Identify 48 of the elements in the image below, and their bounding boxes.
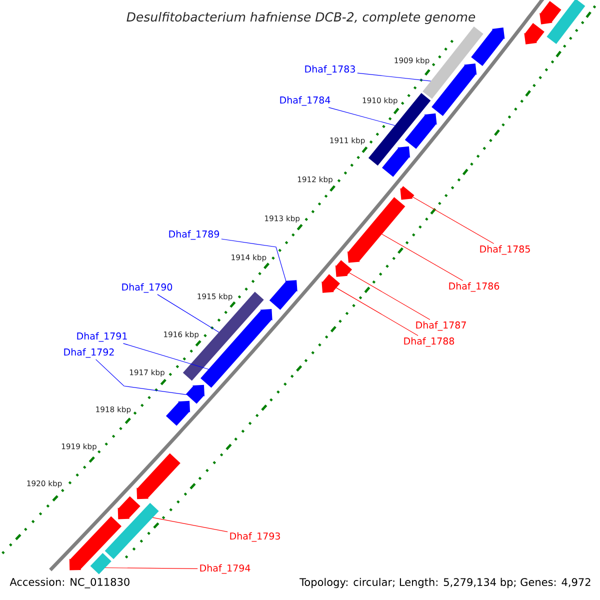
gene-label: Dhaf_1787 (416, 321, 466, 331)
gene-block (69, 516, 122, 570)
gene-block (136, 453, 180, 500)
leader-line (152, 517, 228, 532)
leader-line (122, 343, 209, 370)
leader-line (412, 196, 494, 244)
gene-block (432, 63, 477, 116)
gene-label: Dhaf_1785 (480, 245, 530, 255)
leader-line (157, 294, 220, 333)
gene-block (540, 0, 562, 24)
gene-block (118, 496, 140, 520)
gene-label: Dhaf_1786 (449, 282, 500, 292)
feature-bar (104, 502, 159, 560)
gene-block (200, 309, 272, 388)
leader-line (348, 272, 430, 320)
leader-line (357, 72, 432, 82)
gene-label: Dhaf_1790 (122, 283, 172, 293)
leader-line (221, 238, 286, 282)
leader-line (328, 107, 396, 126)
gene-label: Dhaf_1784 (280, 96, 330, 106)
gene-block (400, 186, 414, 200)
feature-bar (90, 552, 112, 574)
genome-info-label: Topology: circular; Length: 5,279,134 bp; Genes: 4,972 (300, 578, 590, 588)
gene-block (269, 280, 298, 310)
leader-line (96, 359, 187, 396)
accession-label: Accession: NC_011830 (10, 578, 130, 588)
feature-bar (182, 292, 264, 381)
gene-label: Dhaf_1794 (200, 564, 250, 574)
gene-block (335, 260, 352, 277)
gene-block (471, 28, 505, 66)
gene-block (166, 400, 190, 426)
gene-block (524, 23, 544, 44)
gene-label: Dhaf_1783 (305, 65, 355, 75)
gene-block (347, 197, 406, 263)
feature-bar (546, 0, 586, 44)
gene-label: Dhaf_1793 (230, 532, 280, 542)
gene-label: Dhaf_1788 (404, 337, 454, 347)
title: Desulfitobacterium hafniense DCB-2, complete genome (126, 12, 476, 24)
gene-label: Dhaf_1791 (77, 332, 127, 342)
leader-line (336, 288, 418, 336)
gene-label: Dhaf_1789 (169, 230, 220, 240)
gene-label: Dhaf_1792 (64, 348, 114, 358)
gene-block (186, 384, 205, 404)
gene-block (404, 113, 437, 149)
gene-block (322, 274, 340, 293)
leader-line (382, 234, 464, 281)
gene-block (382, 146, 410, 177)
leader-line (104, 567, 198, 570)
